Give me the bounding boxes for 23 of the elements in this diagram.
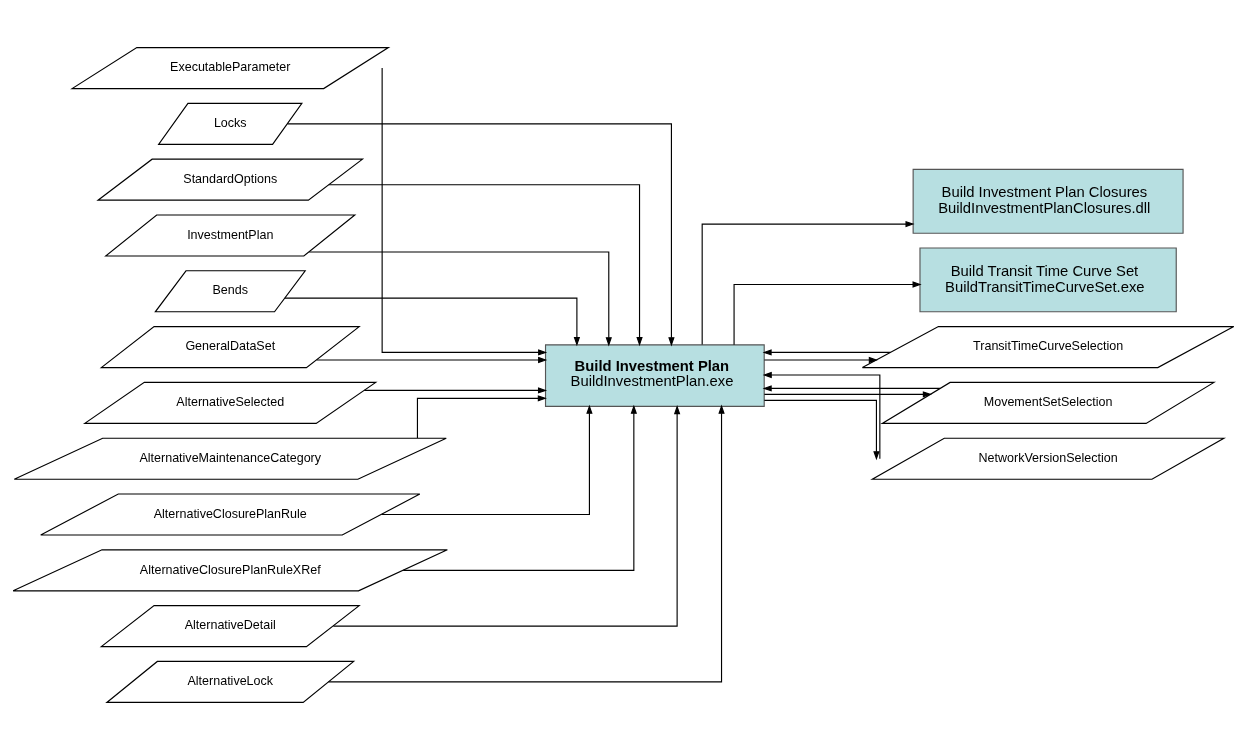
arrow — [402, 404, 638, 571]
arrow — [763, 356, 878, 364]
arrow — [762, 371, 881, 460]
node-box: Build Investment Plan Closures BuildInvestmentPlanClosures.dll — [912, 168, 1184, 234]
arrow — [380, 404, 593, 516]
arrow — [316, 356, 548, 364]
arrow — [416, 395, 547, 439]
arrow — [308, 251, 612, 347]
arrow — [363, 387, 548, 394]
arrow — [733, 281, 922, 346]
arrow — [763, 391, 932, 398]
arrow — [284, 297, 581, 347]
arrow — [762, 385, 941, 392]
arrow — [328, 184, 643, 347]
arrow — [381, 67, 548, 356]
arrow — [327, 404, 725, 683]
arrow — [286, 123, 675, 347]
arrow — [762, 349, 891, 356]
arrow — [332, 405, 681, 627]
node-box: Build Investment Plan BuildInvestmentPlan.exe — [544, 344, 765, 407]
arrow — [763, 399, 880, 461]
node-box: Build Transit Time Curve Set BuildTransitTimeCurveSet.exe — [919, 247, 1177, 313]
arrow — [701, 220, 915, 346]
